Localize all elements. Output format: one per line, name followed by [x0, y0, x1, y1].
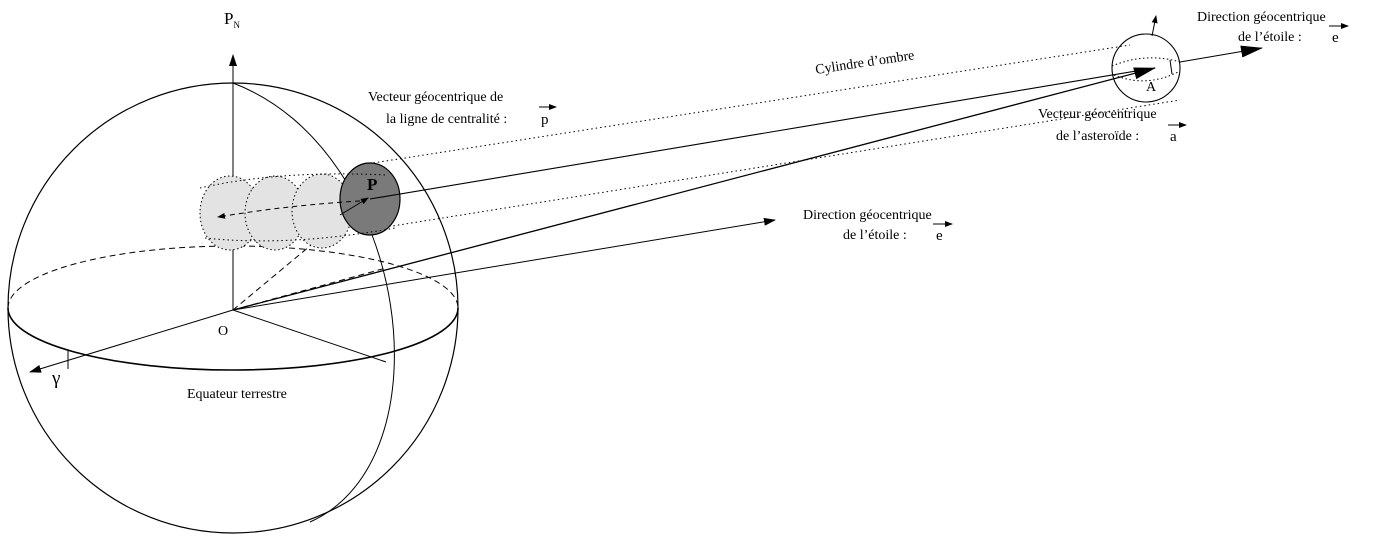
- pole-label: PN: [224, 9, 240, 30]
- p-vector-symbol: p: [541, 112, 549, 128]
- svg-text:de l’étoile :: de l’étoile :: [843, 228, 907, 243]
- point-p-label: P: [367, 175, 377, 194]
- asteroid-vector: [232, 67, 1156, 311]
- asteroid-equator-lower: [1113, 71, 1179, 82]
- star-direction-top-label: Direction géocentrique de l’étoile : e: [1197, 10, 1349, 46]
- star-direction-mid-symbol: e: [936, 228, 943, 244]
- star-direction-top-arrow: [1179, 45, 1263, 63]
- asteroid: [1111, 33, 1181, 103]
- star-direction-mid-arrow: [232, 217, 776, 311]
- svg-text:Direction géocentrique: Direction géocentrique: [1197, 10, 1326, 25]
- construction-dash-2: [232, 267, 387, 311]
- equator-label: Equateur terrestre: [187, 387, 287, 402]
- gamma-axis: [29, 309, 234, 373]
- svg-text:Vecteur géocentrique: Vecteur géocentrique: [1038, 107, 1157, 122]
- equator-front: [7, 307, 459, 371]
- shadow-track-arrow: [217, 200, 361, 219]
- meridian-arc: [232, 82, 395, 523]
- p-vector-line: [369, 68, 1149, 200]
- asteroid-spin-arrow: [1151, 15, 1158, 37]
- velocity-arrow: [339, 197, 369, 216]
- svg-text:de l’étoile :: de l’étoile :: [1238, 30, 1302, 45]
- gamma-label: γ: [51, 368, 60, 389]
- origin-label: O: [218, 324, 228, 339]
- shadow-cylinder-bottom: [379, 99, 1181, 229]
- shadow-track-bottom: [204, 227, 396, 242]
- asteroid-tick: [1169, 59, 1173, 75]
- svg-text:de l’asteroïde :: de l’asteroïde :: [1056, 129, 1139, 144]
- a-vector-symbol: a: [1170, 129, 1177, 145]
- equator-radius: [232, 309, 387, 363]
- star-direction-top-symbol: e: [1332, 30, 1339, 46]
- point-a-label: A: [1146, 80, 1157, 95]
- svg-text:Direction géocentrique: Direction géocentrique: [803, 208, 932, 223]
- svg-text:Vecteur géocentrique de: Vecteur géocentrique de: [368, 90, 503, 105]
- p-vector-label: Vecteur géocentrique de la ligne de cent…: [368, 90, 557, 128]
- shadow-cylinder-top: [359, 44, 1131, 166]
- star-direction-mid-label: Direction géocentrique de l’étoile : e: [803, 208, 953, 244]
- shadow-cylinder-label: Cylindre d’ombre: [814, 48, 915, 78]
- svg-text:la ligne de centralité :: la ligne de centralité :: [386, 112, 507, 127]
- a-vector-label: Vecteur géocentrique de l’asteroïde : a: [1038, 107, 1187, 145]
